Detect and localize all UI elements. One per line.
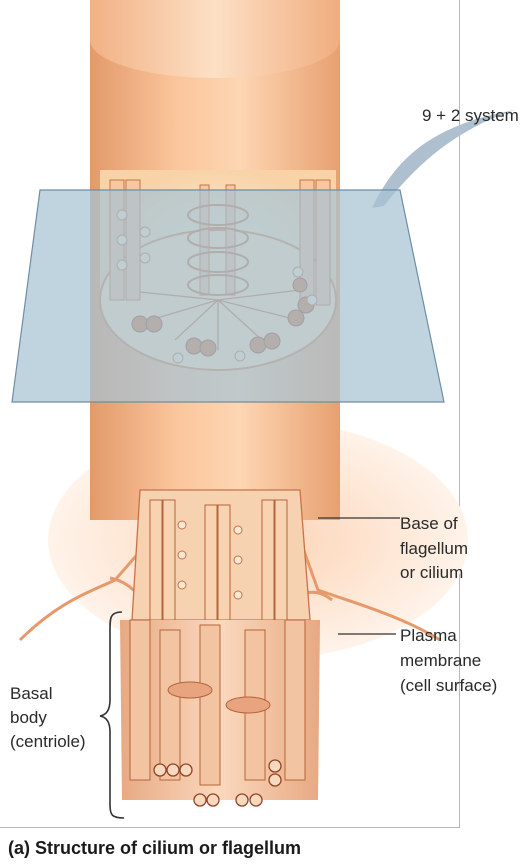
label-plasma-line1: Plasma [400,625,457,647]
label-plasma-line2: membrane [400,650,481,672]
label-base-line1: Base of [400,513,458,535]
label-9-plus-2-system: 9 + 2 system [422,105,519,127]
label-base-line3: or cilium [400,562,463,584]
label-basal-line2: body [10,707,47,729]
label-basal-line3: (centriole) [10,731,86,753]
label-base-line2: flagellum [400,538,468,560]
base-microtubules [150,500,287,620]
cross-section-plane [12,190,444,402]
label-plasma-line3: (cell surface) [400,675,497,697]
label-basal-line1: Basal [10,683,53,705]
figure-caption: (a) Structure of cilium or flagellum [8,838,301,859]
flagellum-tip-top [90,0,340,40]
basal-cross-step [168,682,212,698]
